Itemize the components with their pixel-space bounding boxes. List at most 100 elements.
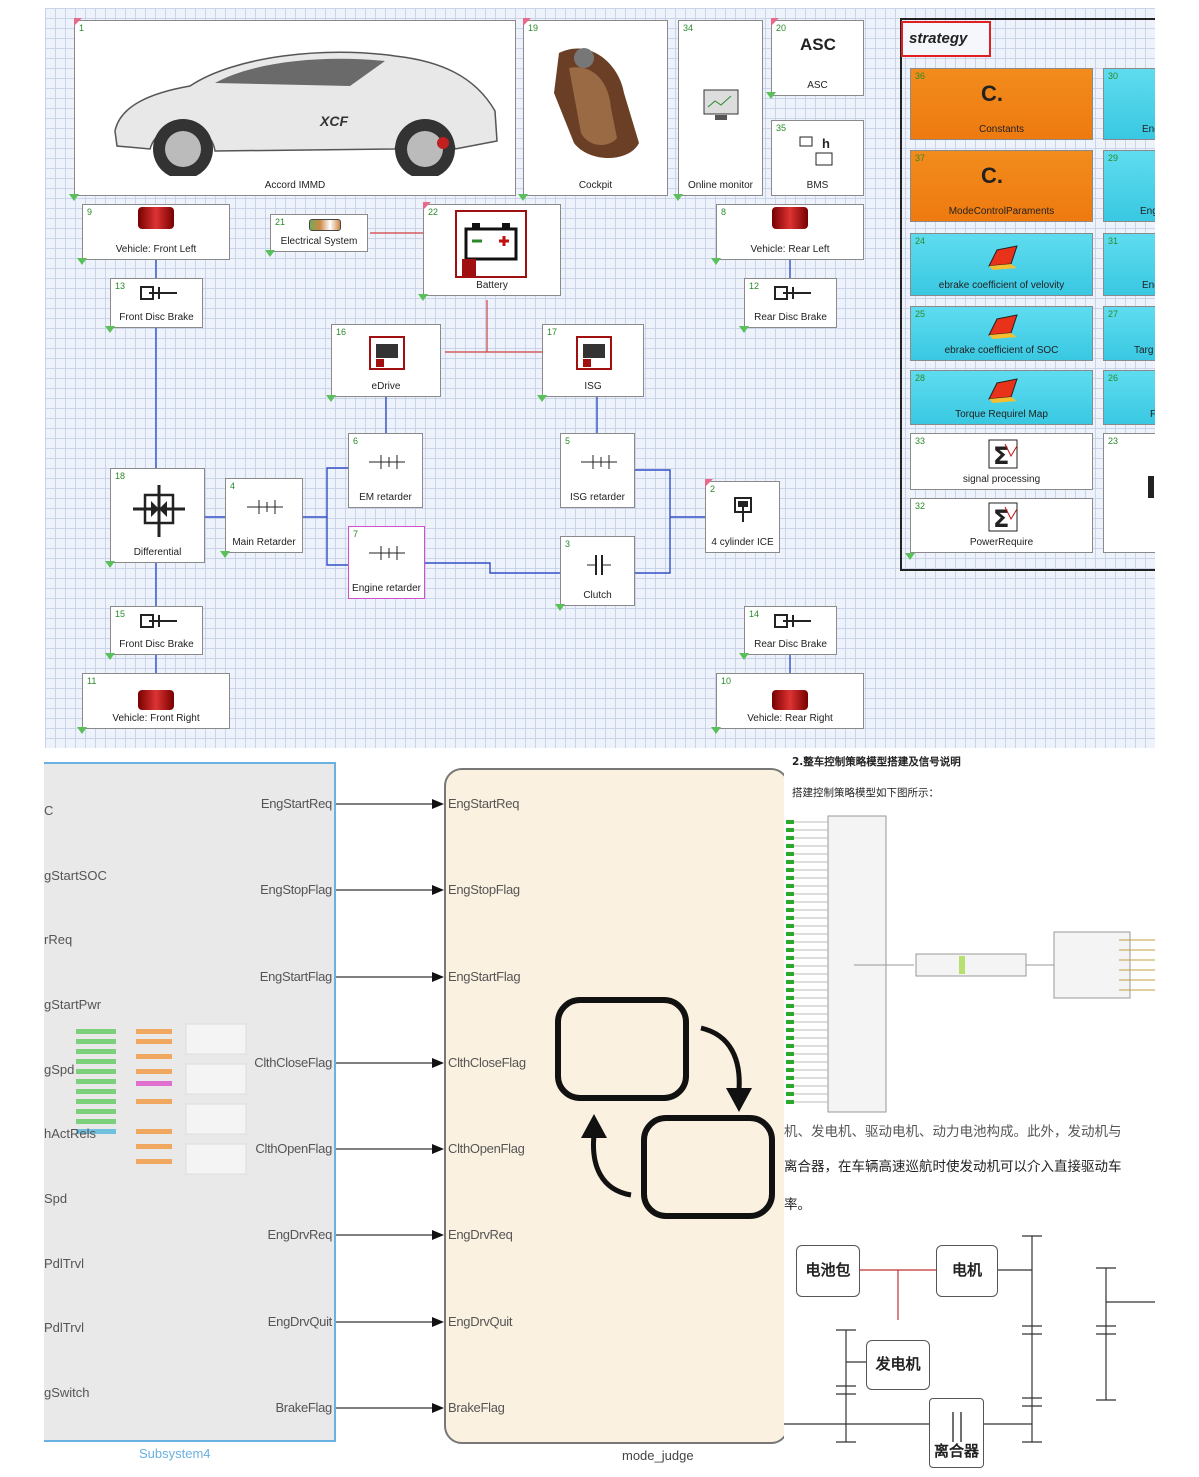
svg-text:Σ: Σ [993,505,1009,533]
output-port-label: EngDrvQuit [267,1314,333,1329]
strategy-mode-control-params[interactable]: 37 C. ModeControlParaments [910,150,1093,222]
block-corner-mark [423,202,431,210]
strategy-constants[interactable]: 36 C. Constants [910,68,1093,140]
block-isg-retarder[interactable]: 5 ISG retarder [560,433,635,508]
strategy-torque-map[interactable]: 28 Torque Requirel Map [910,370,1093,425]
block-battery[interactable]: 22 Battery [423,204,561,296]
clutch-plates-icon [952,1412,962,1442]
wheel-icon [772,690,808,710]
strategy-model-figure [786,815,1155,1113]
block-main-retarder[interactable]: 4 Main Retarder [225,478,303,553]
battery-icon [455,210,527,278]
output-port-label: ClthOpenFlag [255,1141,332,1156]
block-clutch[interactable]: 3 Clutch [560,536,635,606]
brake-icon [140,614,177,628]
retarder-icon [581,455,617,469]
cut-icon [1148,476,1154,498]
port-marker [905,553,915,560]
output-port-label: EngStopFlag [260,882,332,897]
port-marker [711,258,721,265]
input-port-label: EngDrvQuit [448,1314,513,1329]
constant-icon: C. [981,163,1003,188]
input-port-label: ClthCloseFlag [448,1055,526,1070]
port-marker [105,326,115,333]
block-corner-mark [705,479,713,487]
block-vehicle-rear-left[interactable]: 8 Vehicle: Rear Left [716,204,864,260]
block-em-retarder[interactable]: 6 EM retarder [348,433,423,508]
block-vehicle-front-left[interactable]: 9 Vehicle: Front Left [82,204,230,260]
input-label: Spd [44,1191,68,1206]
strategy-right-item-27[interactable]: 27 Targ [1103,306,1155,361]
cockpit-image [554,48,639,158]
map-3d-icon [988,314,1018,339]
block-rear-disc-brake-12[interactable]: 12 Rear Disc Brake [744,278,837,328]
block-engine-retarder[interactable]: 7 Engine retarder [348,526,425,599]
block-bms[interactable]: 35 h BMS [771,120,864,196]
block-isg[interactable]: 17 ISG [542,324,644,397]
port-marker [673,194,683,201]
wheel-icon [138,690,174,710]
mode-judge-chart[interactable] [444,768,784,1444]
input-label: gStartPwr [44,997,102,1012]
block-rear-disc-brake-14[interactable]: 14 Rear Disc Brake [744,606,837,655]
strategy-right-item-29[interactable]: 29 Eng [1103,150,1155,222]
port-marker [326,395,336,402]
differential-icon [133,485,185,537]
block-electrical-system[interactable]: 21 Electrical System [270,214,368,252]
strategy-right-item-31[interactable]: 31 Eng [1103,233,1155,296]
port-marker [711,727,721,734]
input-label: rReq [44,932,73,947]
asc-icon: ASC [800,35,836,54]
doc-heading: 2.整车控制策略模型搭建及信号说明 [792,756,961,768]
svg-text:Σ: Σ [993,442,1009,470]
strategy-ebrake-soc[interactable]: 25 ebrake coefficient of SOC [910,306,1093,361]
monitor-icon [703,89,739,120]
wheel-icon [138,207,174,229]
car-image: XCF [114,51,498,176]
input-port-label: EngDrvReq [448,1227,513,1242]
port-marker [739,653,749,660]
port-marker [418,294,428,301]
signal-lines [336,799,444,1413]
input-port-label: BrakeFlag [448,1400,505,1415]
node-generator: 发电机 [866,1340,930,1390]
stateflow-icon [555,997,775,1219]
output-port-label: EngStartFlag [259,969,333,984]
svg-text:h: h [822,136,830,151]
strategy-frame [900,18,1155,571]
port-marker [77,727,87,734]
brake-icon [140,286,177,300]
block-online-monitor[interactable]: 34 Online monitor [678,20,763,196]
block-differential[interactable]: 18 Differential [110,468,205,563]
block-edrive[interactable]: 16 eDrive [331,324,441,397]
strategy-right-item-26[interactable]: 26 F [1103,370,1155,425]
block-asc[interactable]: 20 ASC ASC [771,20,864,96]
block-accord-immd[interactable]: 1 XCF Accord IMMD [74,20,516,196]
doc-paragraph-2: 率。 [784,1197,811,1213]
subsystem4-block[interactable] [44,762,336,1442]
strategy-signal-processing[interactable]: 33 Σ signal processing [910,433,1093,490]
motor-icon [576,336,612,370]
strategy-power-require[interactable]: 32 Σ PowerRequire [910,498,1093,553]
block-front-disc-brake-13[interactable]: 13 Front Disc Brake [110,278,203,328]
block-front-disc-brake-15[interactable]: 15 Front Disc Brake [110,606,203,655]
wheel-icon [772,207,808,229]
sigma-icon: Σ [988,439,1018,470]
strategy-right-item-30[interactable]: 30 Eng [1103,68,1155,140]
block-vehicle-rear-right[interactable]: 10 Vehicle: Rear Right [716,673,864,729]
node-battery-pack: 电池包 [796,1245,860,1297]
model-canvas[interactable]: 1 XCF Accord IMMD 19 Cockpit 34 Online m… [45,8,1155,748]
port-marker [220,551,230,558]
node-clutch: 离合器 [929,1398,984,1468]
block-vehicle-front-right[interactable]: 11 Vehicle: Front Right [82,673,230,729]
simulink-panel[interactable]: C gStartSOC rReq gStartPwr gSpd hActRels… [44,756,784,1472]
strategy-ebrake-velocity[interactable]: 24 ebrake coefficient of velovity [910,233,1093,296]
block-4-cylinder-ice[interactable]: 2 4 cylinder ICE [705,481,780,553]
port-marker [77,258,87,265]
resistor-icon [309,219,341,231]
block-cockpit[interactable]: 19 Cockpit [523,20,668,196]
connection-lines [155,232,791,673]
port-marker [555,604,565,611]
strategy-right-item-23[interactable]: 23 [1103,433,1155,553]
output-port-label: EngStartReq [260,796,332,811]
